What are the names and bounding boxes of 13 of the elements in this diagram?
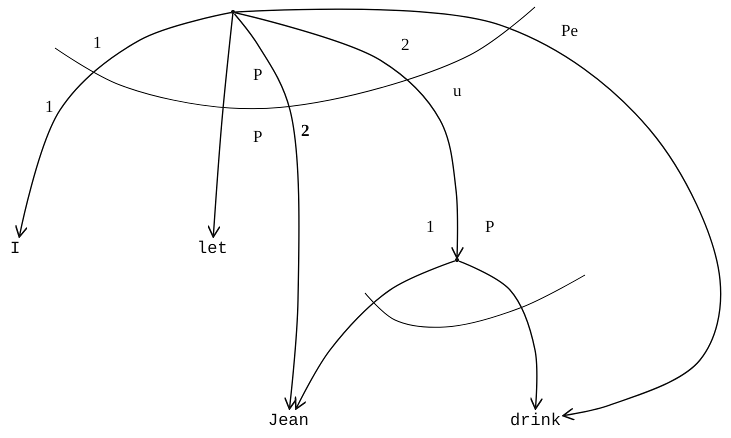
- word-label: I: [10, 240, 20, 260]
- arrow: [207, 14, 234, 238]
- word-label: let: [197, 240, 228, 260]
- arrow: [294, 260, 456, 410]
- arrow: [14, 12, 232, 238]
- word-label: drink: [510, 412, 562, 432]
- word-label: Jean: [268, 412, 309, 432]
- vertex-dot: [455, 258, 459, 262]
- arrow: [458, 260, 544, 410]
- arrow: [234, 8, 722, 421]
- vertex-dot: [231, 10, 235, 14]
- arrow: [234, 14, 300, 410]
- arrow: [234, 12, 464, 259]
